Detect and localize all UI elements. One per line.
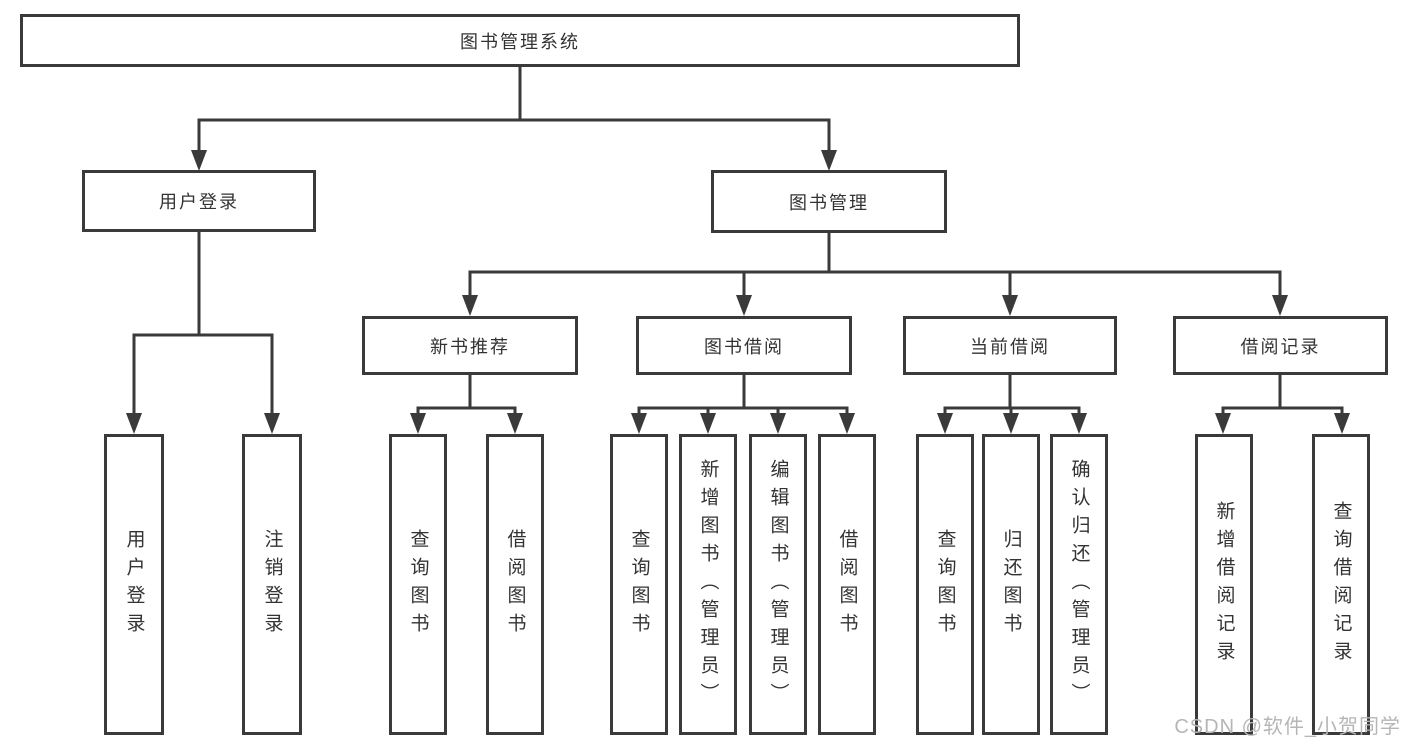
leaf-edit-book-admin: 编辑图书（管理员） bbox=[749, 434, 807, 735]
leaf-user-login-label: 用户登录 bbox=[123, 528, 145, 641]
leaf-query-borrow-record-label: 查询借阅记录 bbox=[1330, 500, 1352, 669]
node-new-book-recommend: 新书推荐 bbox=[362, 316, 578, 375]
leaf-confirm-return-admin-label: 确认归还（管理员） bbox=[1068, 458, 1090, 711]
node-book-management-label: 图书管理 bbox=[789, 192, 869, 213]
leaf-query-books-borrow: 查询图书 bbox=[610, 434, 668, 735]
leaf-add-borrow-record: 新增借阅记录 bbox=[1195, 434, 1253, 735]
arrowheads bbox=[126, 150, 1350, 434]
node-book-management: 图书管理 bbox=[711, 170, 947, 233]
node-new-book-recommend-label: 新书推荐 bbox=[430, 336, 510, 357]
leaf-return-book-label: 归还图书 bbox=[1000, 528, 1022, 641]
node-book-system-label: 图书管理系统 bbox=[460, 31, 580, 52]
node-user-login: 用户登录 bbox=[82, 170, 316, 232]
leaf-add-book-admin-label: 新增图书（管理员） bbox=[697, 458, 719, 711]
leaf-query-books-recommend-label: 查询图书 bbox=[407, 528, 429, 641]
node-book-borrow-label: 图书借阅 bbox=[704, 336, 784, 357]
leaf-confirm-return-admin: 确认归还（管理员） bbox=[1050, 434, 1108, 735]
node-borrow-records-label: 借阅记录 bbox=[1240, 336, 1321, 357]
leaf-logout-label: 注销登录 bbox=[261, 528, 283, 641]
leaf-add-book-admin: 新增图书（管理员） bbox=[679, 434, 737, 735]
leaf-edit-book-admin-label: 编辑图书（管理员） bbox=[767, 458, 789, 711]
leaf-query-books-recommend: 查询图书 bbox=[389, 434, 447, 735]
node-current-borrow-label: 当前借阅 bbox=[970, 336, 1050, 357]
node-current-borrow: 当前借阅 bbox=[903, 316, 1117, 375]
leaf-return-book: 归还图书 bbox=[982, 434, 1040, 735]
leaf-borrow-books-recommend-label: 借阅图书 bbox=[504, 528, 526, 641]
leaf-query-books-borrow-label: 查询图书 bbox=[628, 528, 650, 641]
leaf-borrow-books-recommend: 借阅图书 bbox=[486, 434, 544, 735]
leaf-add-borrow-record-label: 新增借阅记录 bbox=[1213, 500, 1235, 669]
connector-paths bbox=[132, 67, 1344, 416]
csdn-watermark: CSDN @软件_小贺同学 bbox=[1174, 716, 1401, 738]
leaf-logout: 注销登录 bbox=[242, 434, 302, 735]
leaf-borrow-books: 借阅图书 bbox=[818, 434, 876, 735]
leaf-user-login: 用户登录 bbox=[104, 434, 164, 735]
leaf-borrow-books-label: 借阅图书 bbox=[836, 528, 858, 641]
leaf-query-books-current-label: 查询图书 bbox=[934, 528, 956, 641]
leaf-query-borrow-record: 查询借阅记录 bbox=[1312, 434, 1370, 735]
node-user-login-label: 用户登录 bbox=[159, 192, 239, 212]
node-book-system: 图书管理系统 bbox=[20, 14, 1020, 67]
node-book-borrow: 图书借阅 bbox=[636, 316, 852, 375]
leaf-query-books-current: 查询图书 bbox=[916, 434, 974, 735]
node-borrow-records: 借阅记录 bbox=[1173, 316, 1388, 375]
